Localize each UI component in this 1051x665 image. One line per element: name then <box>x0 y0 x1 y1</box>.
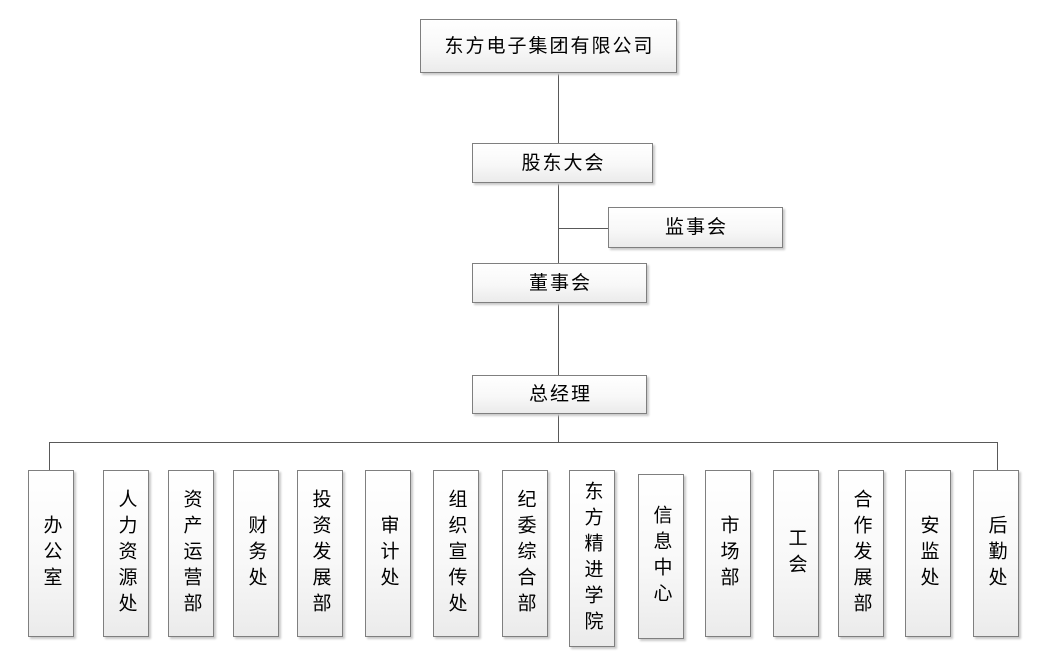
org-node-department-15: 后勤处 <box>973 470 1019 637</box>
org-node-root: 东方电子集团有限公司 <box>420 19 677 73</box>
org-node-department-2: 人力资源处 <box>103 470 149 637</box>
org-node-department-13: 合作发展部 <box>838 470 884 637</box>
org-node-department-11: 市场部 <box>705 470 751 637</box>
org-node-department-4: 财务处 <box>233 470 279 637</box>
org-node-general-manager: 总经理 <box>472 375 647 414</box>
org-node-board-of-directors: 董事会 <box>472 263 647 303</box>
org-node-department-5: 投资发展部 <box>297 470 343 637</box>
org-node-department-3: 资产运营部 <box>168 470 214 637</box>
org-node-department-6: 审计处 <box>365 470 411 637</box>
org-node-department-14: 安监处 <box>905 470 951 637</box>
org-node-supervisory-board: 监事会 <box>608 207 783 248</box>
org-node-department-1: 办公室 <box>28 470 74 637</box>
org-node-department-7: 组织宣传处 <box>433 470 479 637</box>
org-node-shareholders-meeting: 股东大会 <box>472 143 653 183</box>
org-node-department-9: 东方精进学院 <box>569 470 615 647</box>
org-node-department-8: 纪委综合部 <box>502 470 548 637</box>
org-node-department-10: 信息中心 <box>638 474 684 639</box>
org-node-department-12: 工会 <box>773 470 819 637</box>
